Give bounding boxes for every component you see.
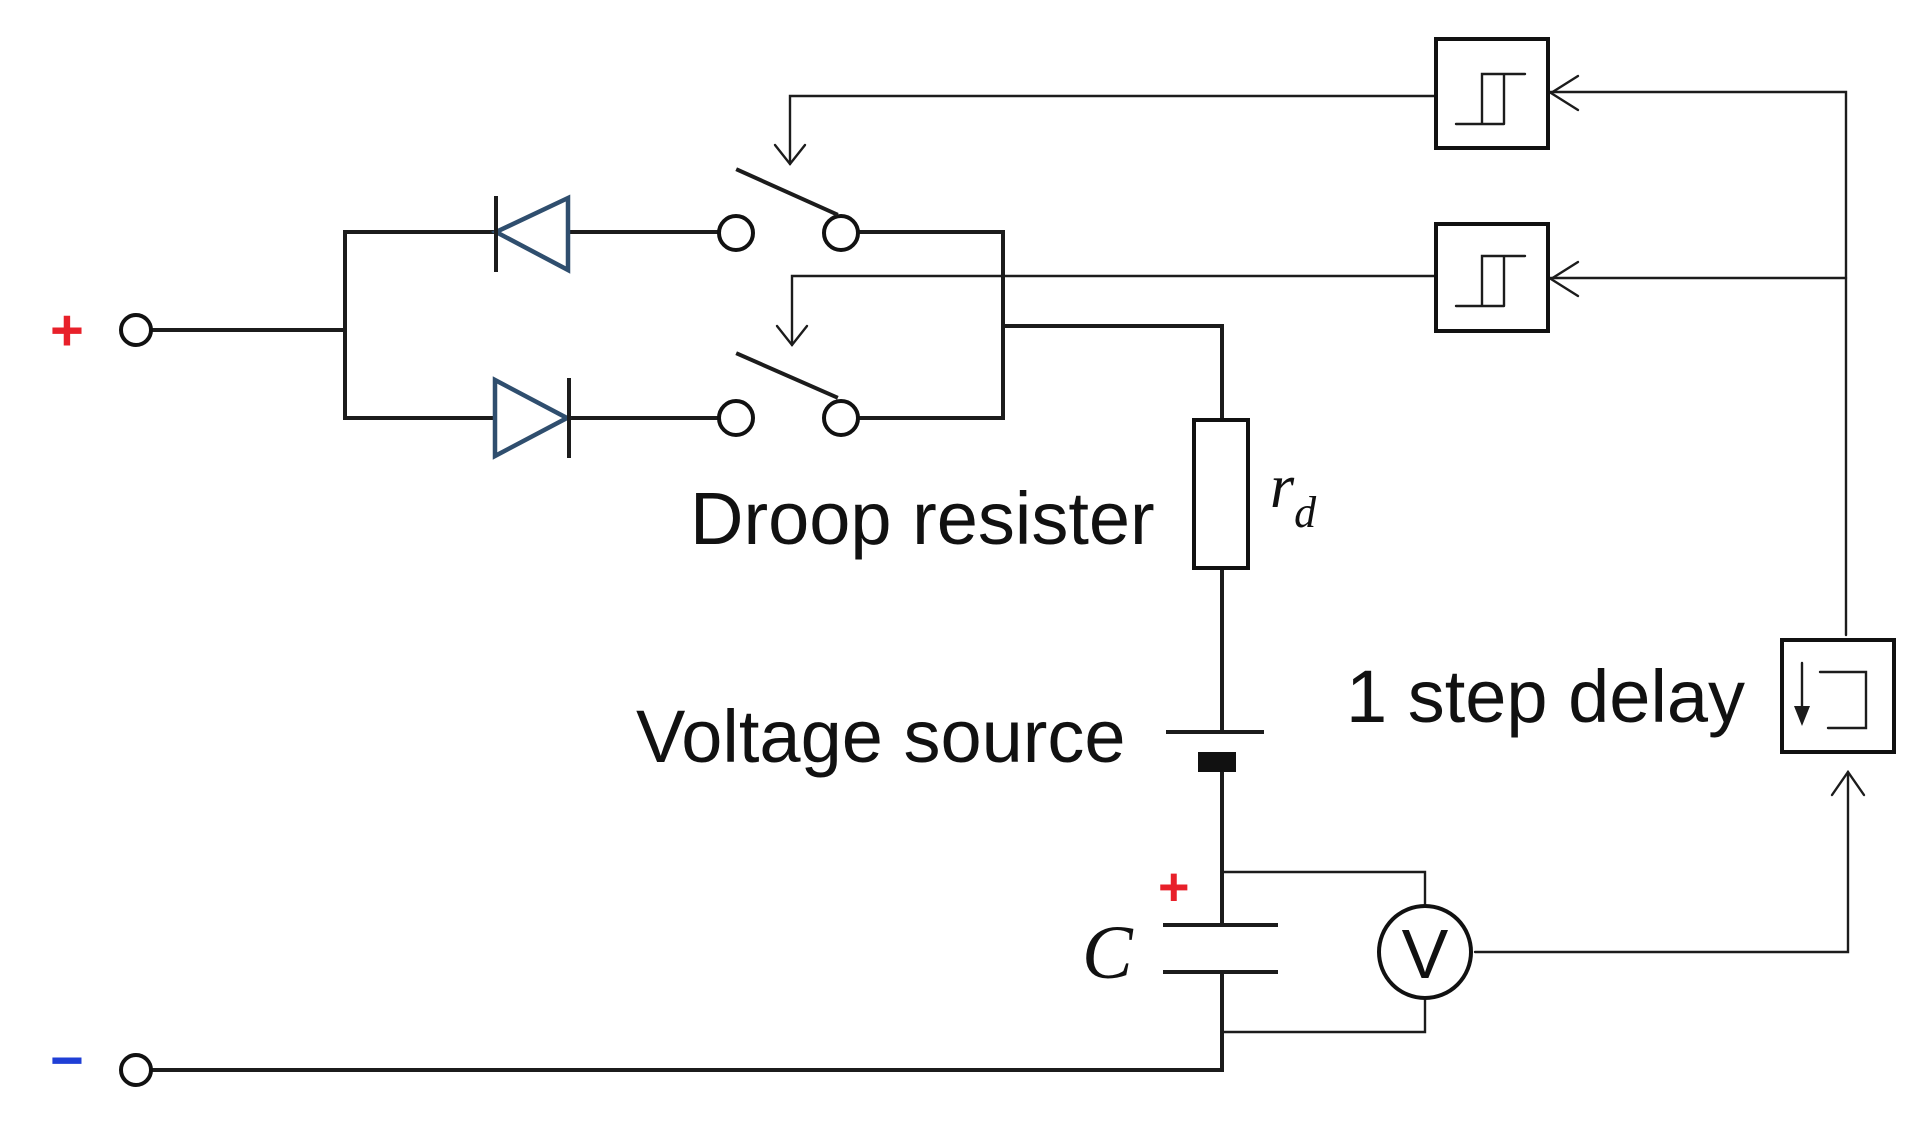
unit-delay-box [1780,638,1896,754]
parallel-right-bus [856,230,1005,420]
one-step-delay-label: 1 step delay [1346,655,1745,738]
upper-relay-input-arrow [1548,74,1580,112]
lower-relay-box [1434,222,1550,333]
lower-switch-contact-left [717,399,755,437]
delay-input-arrow [1830,769,1866,797]
upper-switch-contact-left [717,214,755,252]
upper-switch-contact-right [822,214,860,252]
voltmeter-bottom-lead [1220,998,1427,1034]
rd-symbol-r: r [1270,453,1295,521]
plus-sign: + [50,298,84,363]
voltmeter-signal-line [1473,770,1850,954]
positive-terminal[interactable] [119,313,153,347]
upper-switch[interactable] [717,167,860,252]
lower-diode [492,376,572,460]
voltmeter-top-lead [1220,870,1427,907]
upper-switch-actuator-arrow [773,143,807,166]
upper-relay-box [1434,37,1550,150]
lower-relay-input-arrow [1548,260,1580,298]
feedback-trunk-line [1546,90,1848,637]
control-lines [773,74,1866,1034]
lower-switch-contact-right [822,399,860,437]
upper-diode-triangle [490,194,571,274]
lower-hysteresis-relay[interactable] [1434,222,1550,333]
voltmeter-symbol: V [1402,915,1449,993]
upper-hysteresis-relay[interactable] [1434,37,1550,150]
lower-switch-blade [735,351,839,400]
voltage-source-label: Voltage source [636,695,1126,778]
upper-switch-blade [735,167,839,217]
droop-resistor [1192,418,1250,570]
voltage-source [1166,730,1264,772]
capacitor-plus-sign: + [1158,857,1190,917]
voltmeter[interactable]: V [1377,904,1473,1000]
capacitor-label: C [1082,911,1134,995]
lower-diode-triangle [492,376,572,460]
battery-short-plate [1198,752,1236,772]
unit-delay-icon-arrowhead [1794,706,1810,726]
lower-switch[interactable] [717,351,860,437]
hysteresis-relay-icon [1454,254,1527,308]
resistor-feed-wire [1001,324,1224,422]
droop-resister-label: Droop resister [690,477,1155,560]
main-wiring [148,230,1224,1072]
capacitor [1163,923,1278,974]
upper-diode [490,194,571,274]
negative-terminal[interactable] [119,1053,153,1087]
upper-control-line [788,94,1438,166]
minus-sign: − [50,1028,84,1093]
hysteresis-relay-icon [1454,72,1527,126]
unit-delay-block[interactable] [1780,638,1896,754]
rd-symbol: rd [1270,453,1317,537]
voltmeter-circle [1377,904,1473,1000]
rd-symbol-subscript: d [1294,488,1317,537]
lower-switch-actuator-arrow [775,324,809,347]
lower-control-line [790,274,1438,347]
